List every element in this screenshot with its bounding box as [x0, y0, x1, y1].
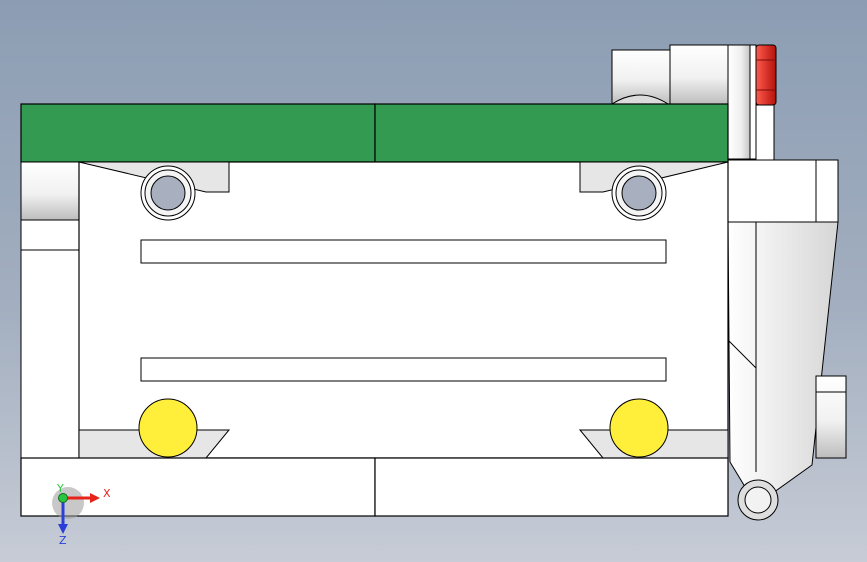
clamp-block-right	[669, 44, 729, 105]
bolt-hole-top-right	[611, 165, 667, 221]
highlight-bottom-left[interactable]	[138, 398, 198, 458]
left-end-block	[20, 161, 80, 459]
end-cap-stem	[755, 104, 775, 161]
end-cap	[755, 44, 777, 106]
base-plate	[20, 457, 729, 517]
highlight-bottom-right[interactable]	[609, 398, 669, 458]
top-plate-left	[20, 103, 376, 163]
triad-z-label: Z	[59, 534, 67, 547]
clamp-post	[727, 44, 751, 160]
right-drive-unit	[727, 159, 847, 521]
top-plate-right	[374, 103, 729, 163]
clamp-post-inner	[749, 44, 757, 160]
top-plate	[20, 103, 729, 163]
drive-housing	[727, 159, 839, 223]
triad-y-axis	[58, 493, 68, 503]
triad-y-label: Y	[56, 482, 64, 495]
drive-wedge	[727, 221, 839, 506]
triad-x-arrow	[90, 493, 100, 503]
drive-side-block	[815, 375, 847, 459]
left-lower-block	[20, 219, 80, 459]
left-upper-rod	[20, 161, 80, 221]
rail-upper	[140, 239, 667, 264]
triad-x-label: X	[103, 487, 111, 500]
highlighted-holes[interactable]	[138, 398, 669, 458]
orientation-triad[interactable]: X Y Z	[52, 482, 111, 547]
guide-rails	[140, 239, 667, 382]
rail-lower	[140, 357, 667, 382]
base-plate-right	[374, 457, 729, 517]
bolt-holes	[140, 165, 667, 221]
bolt-hole-top-left	[140, 165, 196, 221]
triad-z-arrow	[58, 524, 68, 534]
